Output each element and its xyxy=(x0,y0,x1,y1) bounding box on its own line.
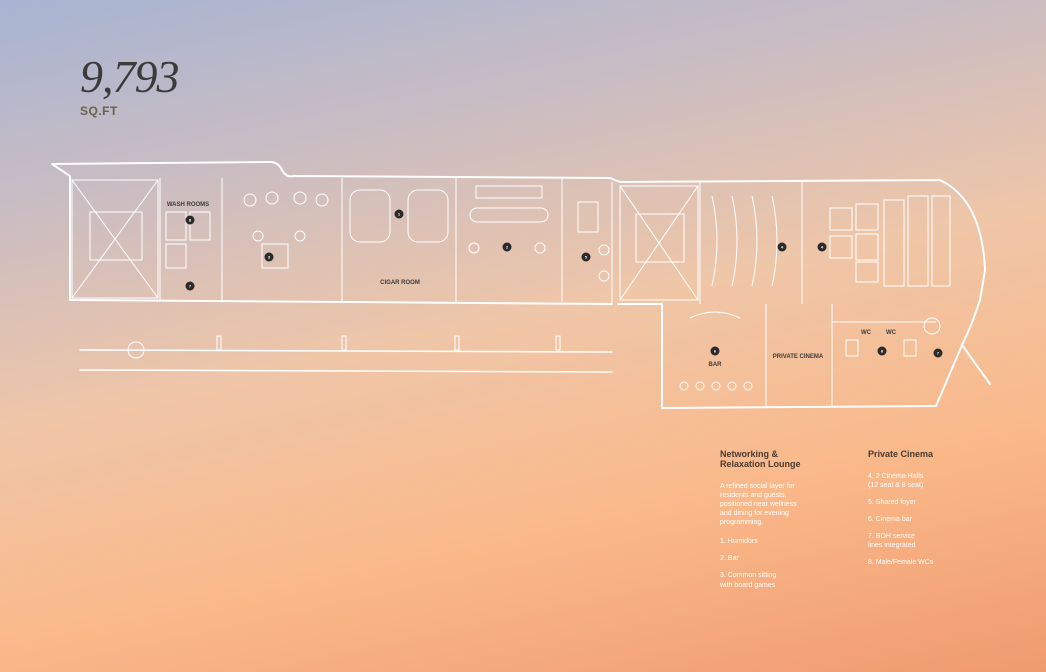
legend-networking-list: 1. Humidors 2. Bar 3. Common sitting wit… xyxy=(720,537,820,589)
legend-item: 2. Bar xyxy=(720,555,739,563)
label-wash-rooms: WASH ROOMS xyxy=(167,202,209,208)
marker-3: 3 xyxy=(264,252,274,262)
svg-text:3: 3 xyxy=(268,255,271,260)
svg-text:5: 5 xyxy=(585,255,588,260)
svg-text:8: 8 xyxy=(189,218,192,223)
label-wc-2: WC xyxy=(886,330,897,336)
plan-outline xyxy=(51,161,991,409)
svg-text:1: 1 xyxy=(398,212,401,217)
label-cigar-room: CIGAR ROOM xyxy=(380,280,420,286)
marker-4a: 4 xyxy=(777,242,787,252)
legend-item: 7. BOH service lines integrated xyxy=(868,533,916,550)
area-unit: SQ.FT xyxy=(80,104,118,118)
svg-text:4: 4 xyxy=(781,245,784,250)
plan-walls xyxy=(71,178,951,406)
svg-text:7: 7 xyxy=(189,284,192,289)
label-wc-1: WC xyxy=(861,330,872,336)
marker-8b: 8 xyxy=(877,346,887,356)
marker-5: 5 xyxy=(581,252,591,262)
area-value: 9,793 xyxy=(80,51,179,102)
legend-item: 3. Common sitting with board games xyxy=(720,572,777,589)
marker-1: 1 xyxy=(394,209,404,219)
legend-networking-title: Networking & Relaxation Lounge xyxy=(720,449,801,469)
legend-cinema: Private Cinema 4. 2 Cinema Halls (12 sea… xyxy=(868,449,968,576)
svg-text:2: 2 xyxy=(506,245,509,250)
marker-7a: 7 xyxy=(185,281,195,291)
label-private-cinema: PRIVATE CINEMA xyxy=(773,354,824,360)
svg-text:4: 4 xyxy=(821,245,824,250)
marker-6: 6 xyxy=(710,346,720,356)
legend-networking-description: A refined social layer for residents and… xyxy=(720,482,797,527)
marker-2: 2 xyxy=(502,242,512,252)
svg-text:6: 6 xyxy=(714,349,717,354)
marker-8a: 8 xyxy=(185,215,195,225)
legend-cinema-title: Private Cinema xyxy=(868,449,934,459)
legend-item: 5. Shared foyer xyxy=(868,499,916,507)
label-bar: BAR xyxy=(709,362,723,368)
legend-networking: Networking & Relaxation Lounge A refined… xyxy=(720,449,820,598)
marker-7b: 7 xyxy=(933,348,943,358)
legend-item: 1. Humidors xyxy=(720,538,758,546)
legend-item: 4. 2 Cinema Halls (12 seat & 8 seat) xyxy=(868,472,924,489)
marker-4b: 4 xyxy=(817,242,827,252)
legend-cinema-list: 4. 2 Cinema Halls (12 seat & 8 seat) 5. … xyxy=(868,472,968,568)
legend-item: 8. Male/Female WCs xyxy=(868,559,934,567)
svg-text:8: 8 xyxy=(881,349,884,354)
legend-item: 6. Cinema bar xyxy=(868,516,912,524)
svg-text:7: 7 xyxy=(937,351,940,356)
